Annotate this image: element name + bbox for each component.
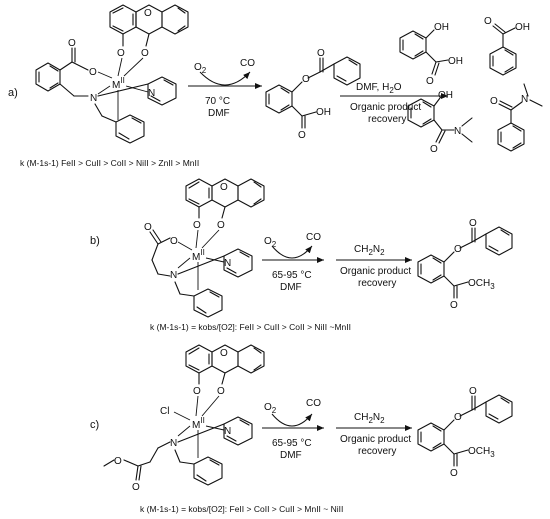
panel-b-amine-n: N [170, 270, 177, 281]
panel-b-label: b) [90, 235, 100, 247]
panel-a-ester-o: O [302, 74, 310, 85]
panel-c-ester-o: O [114, 456, 122, 467]
panel-c-ester-carbonyl-o-product: O [469, 386, 477, 397]
panel-a-salicylamide-oh: OH [438, 90, 453, 101]
panel-b-conditions-temp: 65-95 °C [272, 270, 312, 281]
panel-b-ester-carbonyl-o: O [469, 218, 477, 229]
panel-a-salicylamide-n: N [454, 126, 461, 137]
panel-b-rate-order: k (M-1s-1) = kobs/[O2]: FeII > CuII > Co… [150, 322, 351, 332]
panel-a-pyridine-1 [115, 114, 145, 144]
panel-c-carbonyl-o: O [193, 386, 201, 397]
panel-a-amine-n: N [90, 93, 97, 104]
panel-c-co: CO [306, 398, 321, 409]
panel-a-carboxylate-o: O [89, 67, 97, 78]
panel-a-flavonolate [109, 4, 189, 47]
panel-a-label: a) [8, 87, 18, 99]
panel-a-benzoic-acid [489, 23, 517, 76]
panel-a-salicylic-oh: OH [434, 22, 449, 33]
panel-c-metal: MII [192, 416, 205, 431]
panel-b-ester-o: O [454, 244, 462, 255]
panel-a-pyridine-2 [147, 76, 177, 106]
panel-b-methyl-ester-o: O [450, 300, 458, 311]
panel-a-ring-o: O [144, 8, 152, 19]
panel-c-ester-arm [103, 441, 171, 481]
panel-b-enolate-o: O [217, 220, 225, 231]
panel-a-salicylic-o: O [426, 76, 434, 87]
panel-a-benzoic-o: O [484, 16, 492, 27]
panel-a-intermediate [265, 56, 361, 129]
panel-c-pyridine-1 [193, 456, 223, 486]
panel-c-conditions-solvent: DMF [280, 450, 302, 461]
panel-a-acid-oh: OH [316, 107, 331, 118]
panel-c-flavonolate [185, 344, 265, 385]
panel-a-benzoate-arm [35, 47, 89, 97]
panel-a-dimethylbenzamide [497, 83, 543, 152]
panel-b: b) O O O O O MII [90, 178, 513, 332]
panel-b-carbonyl-o: O [193, 220, 201, 231]
panel-c-ester-carbonyl-o: O [132, 482, 140, 493]
panel-b-methoxy: OCH3 [468, 278, 495, 291]
panel-c-methoxy: OCH3 [468, 446, 495, 459]
panel-c-o2: O2 [264, 402, 277, 415]
panel-a-conditions-temp: 70 °C [205, 96, 230, 107]
panel-c-amine-n: N [170, 438, 177, 449]
panel-a-dmba-n: N [521, 94, 528, 105]
panel-c-pyridine-n: N [224, 426, 231, 437]
panel-a-step2-line1: Organic product [350, 102, 421, 113]
panel-a-o2: O2 [194, 62, 207, 75]
panel-c-label: c) [90, 419, 99, 431]
panel-c: c) O O O Cl MII N [90, 344, 513, 514]
panel-c-rate-order: k (M-1s-1) = kobs/[O2]: FeII > CoII > Cu… [140, 504, 343, 514]
panel-c-ring-o: O [220, 348, 228, 359]
panel-c-step2-line1: Organic product [340, 434, 411, 445]
panel-c-step2-reagent: CH2N2 [354, 412, 385, 425]
panel-a-salicylamide [407, 97, 473, 144]
panel-c-conditions-temp: 65-95 °C [272, 438, 312, 449]
panel-a-pyridine-n: N [148, 88, 155, 99]
panel-b-pyridine-2 [223, 248, 253, 278]
panel-a-enolate-o: O [141, 48, 149, 59]
panel-b-pyridine-n: N [224, 258, 231, 269]
panel-b-succinate-arm [149, 229, 171, 277]
panel-a-step2-line2: recovery [368, 114, 406, 125]
panel-b-step2-line2: recovery [358, 278, 396, 289]
panel-a-salicylic-acid [399, 29, 449, 76]
panel-c-product [417, 394, 513, 467]
panel-b-conditions-solvent: DMF [280, 282, 302, 293]
panel-a-salicylic-acid-oh: OH [448, 56, 463, 67]
panel-b-ring-o: O [220, 182, 228, 193]
panel-c-pyridine-2 [223, 416, 253, 446]
panel-b-acyl-o: O [144, 222, 152, 233]
panel-a: a) O O O [8, 4, 543, 168]
panel-b-pyridine-1 [193, 288, 223, 318]
panel-a-step2-reagent: DMF, H2O [356, 82, 402, 95]
panel-a-conditions-solvent: DMF [208, 108, 230, 119]
panel-a-rate-order: k (M-1s-1) FeII > CuII > CoII > NiII > Z… [20, 158, 199, 168]
panel-b-co: CO [306, 232, 321, 243]
panel-a-dmba-o: O [490, 96, 498, 107]
panel-b-step2-line1: Organic product [340, 266, 411, 277]
panel-c-methyl-ester-o: O [450, 468, 458, 479]
panel-a-salicylamide-o: O [430, 144, 438, 155]
panel-a-acyl-o: O [68, 38, 76, 49]
panel-c-chloride: Cl [160, 406, 169, 417]
panel-c-step2-line2: recovery [358, 446, 396, 457]
panel-b-product [417, 226, 513, 299]
panel-c-ester-o-product: O [454, 412, 462, 423]
panel-a-ester-carbonyl-o: O [317, 48, 325, 59]
panel-a-metal: MII [112, 76, 125, 91]
panel-b-o2: O2 [264, 236, 277, 249]
panel-b-carboxylate-o: O [170, 236, 178, 247]
panel-c-enolate-o: O [217, 386, 225, 397]
panel-b-step2-reagent: CH2N2 [354, 244, 385, 257]
panel-a-carbonyl-o: O [117, 48, 125, 59]
panel-a-co: CO [240, 58, 255, 69]
panel-b-metal: MII [192, 248, 205, 263]
panel-a-benzoic-oh: OH [515, 22, 530, 33]
panel-a-acid-o: O [298, 130, 306, 141]
panel-b-flavonolate [185, 178, 265, 219]
